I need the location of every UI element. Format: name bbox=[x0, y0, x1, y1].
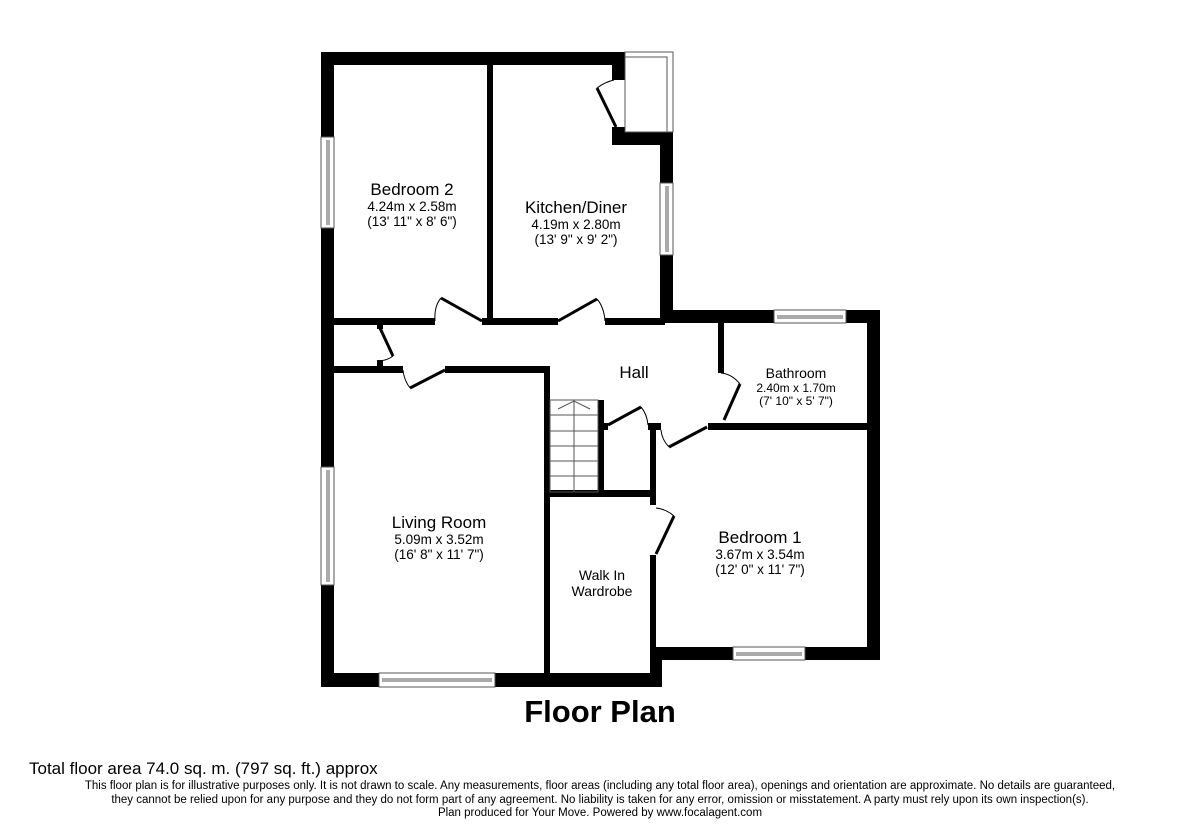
room-kitchen-diner: Kitchen/Diner 4.19m x 2.80m (13' 9" x 9'… bbox=[525, 198, 627, 247]
disclaimer-line: This floor plan is for illustrative purp… bbox=[84, 780, 1116, 792]
room-metric: 2.40m x 1.70m bbox=[756, 380, 836, 395]
windows bbox=[320, 51, 847, 688]
room-hall: Hall bbox=[619, 363, 648, 382]
room-imperial: (7' 10" x 5' 7") bbox=[759, 394, 833, 409]
room-imperial: (13' 11" x 8' 6") bbox=[367, 214, 457, 230]
room-name: Walk In bbox=[578, 567, 626, 583]
room-name-line-2: Wardrobe bbox=[571, 582, 633, 599]
room-name: Kitchen/Diner bbox=[524, 198, 628, 217]
room-bedroom-1: Bedroom 1 3.67m x 3.54m (12' 0" x 11' 7"… bbox=[715, 528, 805, 577]
room-living-room: Living Room 5.09m x 3.52m (16' 8" x 11' … bbox=[392, 513, 487, 562]
disclaimer-line: Plan produced for Your Move. Powered by … bbox=[437, 807, 763, 819]
room-name: Bedroom 2 bbox=[370, 180, 454, 199]
stairs bbox=[549, 399, 599, 493]
room-name: Bedroom 1 bbox=[718, 528, 802, 547]
room-metric: 4.19m x 2.80m bbox=[531, 217, 621, 233]
room-imperial: (13' 9" x 9' 2") bbox=[534, 232, 618, 248]
room-bathroom: Bathroom 2.40m x 1.70m (7' 10" x 5' 7") bbox=[756, 365, 836, 409]
floor-plan-drawing bbox=[320, 51, 880, 688]
disclaimer-line: they cannot be relied upon for any purpo… bbox=[111, 793, 1089, 806]
room-imperial: (16' 8" x 11' 7") bbox=[394, 547, 484, 563]
room-metric: 4.24m x 2.58m bbox=[367, 199, 457, 215]
disclaimer: This floor plan is for illustrative purp… bbox=[0, 780, 1200, 821]
room-imperial: (12' 0" x 11' 7") bbox=[715, 562, 805, 578]
room-name: Living Room bbox=[391, 513, 487, 532]
room-name: Hall bbox=[619, 363, 649, 382]
room-name: Bathroom bbox=[765, 365, 827, 381]
plan-title: Floor Plan bbox=[524, 694, 676, 729]
total-floor-area: Total floor area 74.0 sq. m. (797 sq. ft… bbox=[29, 759, 378, 778]
room-metric: 5.09m x 3.52m bbox=[394, 532, 484, 548]
doors bbox=[378, 79, 742, 555]
room-metric: 3.67m x 3.54m bbox=[715, 547, 805, 563]
room-bedroom-2: Bedroom 2 4.24m x 2.58m (13' 11" x 8' 6"… bbox=[367, 180, 457, 229]
room-walk-in-wardrobe: Walk In Wardrobe bbox=[571, 567, 633, 599]
